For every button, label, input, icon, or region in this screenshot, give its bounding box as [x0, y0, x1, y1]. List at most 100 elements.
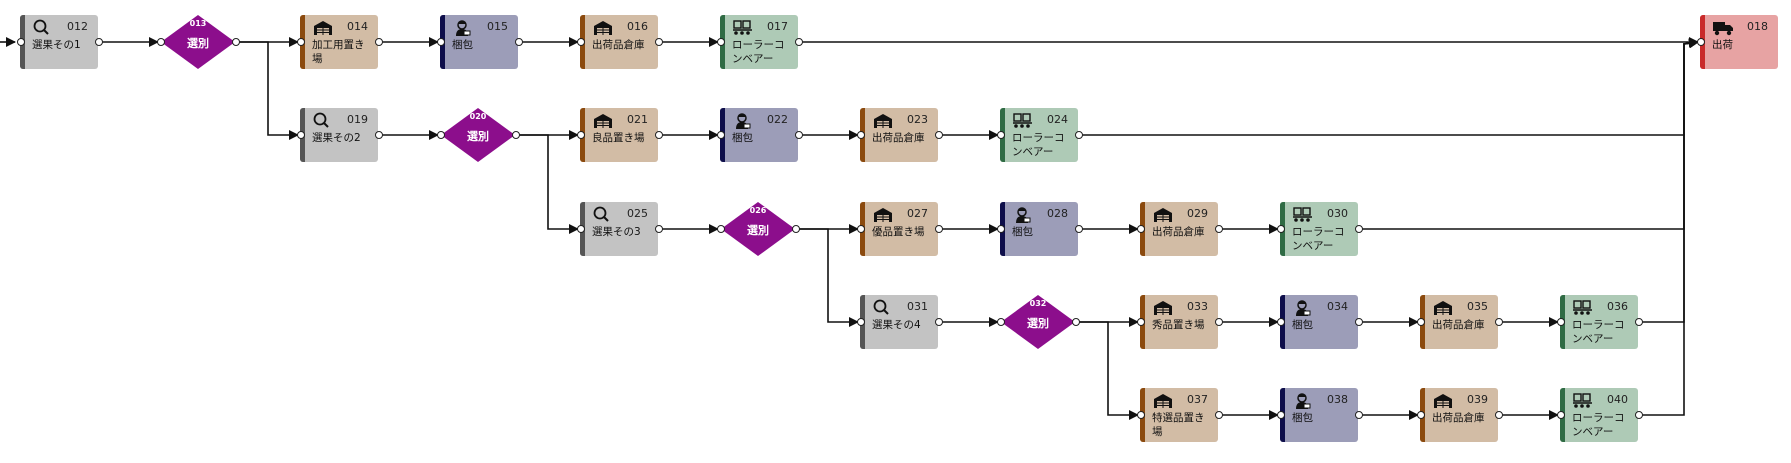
port-in-030[interactable] [1277, 225, 1285, 233]
port-in-032[interactable] [997, 318, 1005, 326]
port-out-024[interactable] [1075, 131, 1083, 139]
port-out-030[interactable] [1355, 225, 1363, 233]
port-out-039[interactable] [1495, 411, 1503, 419]
node-id: 035 [1467, 300, 1488, 313]
port-out-025[interactable] [655, 225, 663, 233]
port-in-033[interactable] [1137, 318, 1145, 326]
port-in-037[interactable] [1137, 411, 1145, 419]
port-in-012[interactable] [17, 38, 25, 46]
port-out-023[interactable] [935, 131, 943, 139]
port-out-029[interactable] [1215, 225, 1223, 233]
port-out-017[interactable] [795, 38, 803, 46]
node-label: 選果その4 [872, 319, 921, 331]
port-in-034[interactable] [1277, 318, 1285, 326]
port-in-024[interactable] [997, 131, 1005, 139]
port-in-021[interactable] [577, 131, 585, 139]
port-in-023[interactable] [857, 131, 865, 139]
port-out-013[interactable] [232, 38, 240, 46]
process-node-040[interactable]: 040 ローラーコンベアー [1560, 388, 1638, 442]
node-label: 出荷 [1712, 39, 1733, 51]
node-id: 015 [487, 20, 508, 33]
port-out-026[interactable] [792, 225, 800, 233]
node-label: 良品置き場 [592, 132, 645, 144]
port-in-014[interactable] [297, 38, 305, 46]
port-in-028[interactable] [997, 225, 1005, 233]
node-label: ローラーコンベアー [1572, 412, 1625, 438]
port-out-020[interactable] [512, 131, 520, 139]
port-out-022[interactable] [795, 131, 803, 139]
node-label: 特選品置き場 [1152, 412, 1205, 438]
port-in-036[interactable] [1557, 318, 1565, 326]
node-id: 012 [67, 20, 88, 33]
port-out-036[interactable] [1635, 318, 1643, 326]
port-in-018[interactable] [1697, 38, 1705, 46]
port-in-013[interactable] [157, 38, 165, 46]
node-label: 選別 [187, 37, 209, 50]
port-in-020[interactable] [437, 131, 445, 139]
port-in-029[interactable] [1137, 225, 1145, 233]
port-in-019[interactable] [297, 131, 305, 139]
port-out-038[interactable] [1355, 411, 1363, 419]
port-in-026[interactable] [717, 225, 725, 233]
port-in-022[interactable] [717, 131, 725, 139]
port-out-040[interactable] [1635, 411, 1643, 419]
port-in-016[interactable] [577, 38, 585, 46]
port-in-039[interactable] [1417, 411, 1425, 419]
port-out-012[interactable] [95, 38, 103, 46]
node-label: ローラーコンベアー [1292, 226, 1345, 252]
port-out-034[interactable] [1355, 318, 1363, 326]
port-out-032[interactable] [1072, 318, 1080, 326]
port-out-035[interactable] [1495, 318, 1503, 326]
port-in-035[interactable] [1417, 318, 1425, 326]
port-out-016[interactable] [655, 38, 663, 46]
port-out-014[interactable] [375, 38, 383, 46]
port-out-019[interactable] [375, 131, 383, 139]
port-in-031[interactable] [857, 318, 865, 326]
port-out-015[interactable] [515, 38, 523, 46]
node-label: 梱包 [1292, 319, 1313, 331]
port-in-025[interactable] [577, 225, 585, 233]
port-out-021[interactable] [655, 131, 663, 139]
node-id: 040 [1607, 393, 1628, 406]
port-out-031[interactable] [935, 318, 943, 326]
port-out-037[interactable] [1215, 411, 1223, 419]
port-out-033[interactable] [1215, 318, 1223, 326]
port-out-027[interactable] [935, 225, 943, 233]
port-in-038[interactable] [1277, 411, 1285, 419]
port-out-028[interactable] [1075, 225, 1083, 233]
port-in-040[interactable] [1557, 411, 1565, 419]
port-in-015[interactable] [437, 38, 445, 46]
worker-icon [732, 112, 754, 130]
port-in-027[interactable] [857, 225, 865, 233]
node-label: 梱包 [1012, 226, 1033, 238]
port-in-017[interactable] [717, 38, 725, 46]
